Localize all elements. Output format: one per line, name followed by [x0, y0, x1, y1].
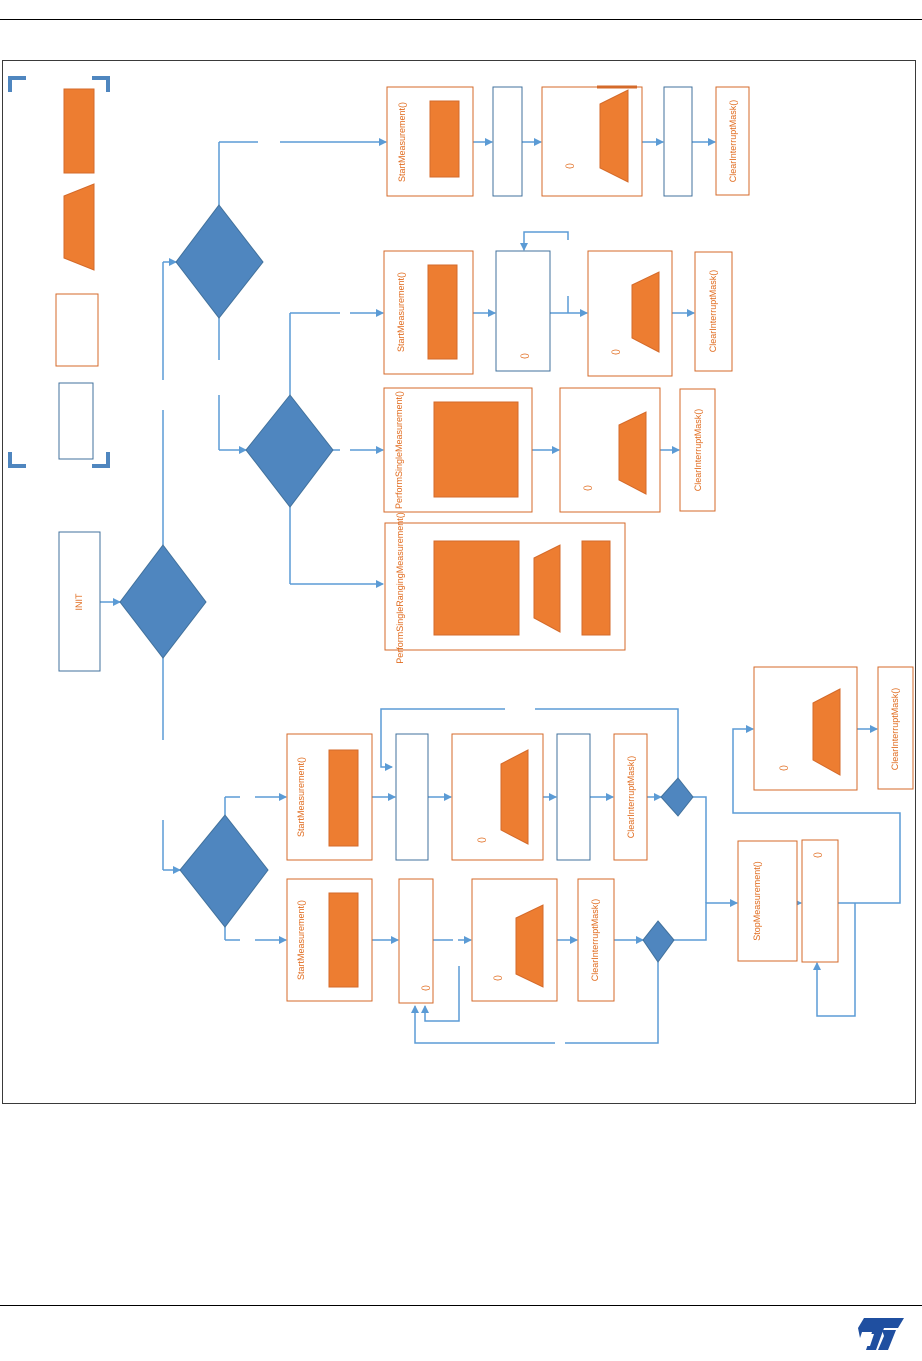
start-measurement-label-3: StartMeasurement() — [296, 757, 306, 837]
parens-label-1: () — [564, 163, 574, 169]
legend-corner-tr — [92, 76, 110, 92]
clear-interrupt-label-1: ClearInterruptMask() — [728, 100, 738, 183]
orange-data-5 — [500, 749, 529, 845]
row-6: StartMeasurement() () () ClearInterruptM… — [286, 878, 615, 1004]
clear-interrupt-box-5 — [577, 878, 615, 1002]
parens-label-9: () — [812, 852, 822, 858]
decision-diamond-3 — [179, 814, 269, 928]
parens-label-8: () — [778, 765, 788, 771]
row-3: PerformSingleMeasurement() () ClearInter… — [383, 387, 716, 513]
legend-blue-outline-rect — [58, 382, 94, 460]
orange-process-3 — [433, 401, 519, 498]
st-logo — [858, 1318, 904, 1350]
blue-process-3 — [395, 733, 429, 861]
orange-process-2 — [427, 264, 458, 360]
orange-process-6 — [328, 749, 359, 847]
stop-measurement-box — [737, 840, 798, 962]
parens-label-7: () — [492, 975, 502, 981]
orange-data-1 — [599, 89, 629, 183]
legend-orange-outline-rect — [55, 293, 99, 367]
decision-diamond-main — [119, 544, 207, 659]
decision-diamond-2 — [245, 394, 334, 508]
init-box — [58, 531, 101, 672]
start-measurement-label-4: StartMeasurement() — [296, 900, 306, 980]
figure-frame — [2, 60, 916, 1104]
init-label: INIT — [74, 593, 84, 611]
row-5: StartMeasurement() () ClearInterruptMask… — [286, 733, 648, 861]
clear-interrupt-label-4: ClearInterruptMask() — [626, 756, 636, 839]
clear-interrupt-label-6: ClearInterruptMask() — [890, 688, 900, 771]
legend-orange-parallelogram — [63, 183, 95, 271]
row-4: PerformSingleRangingMeasurement() — [384, 512, 626, 664]
blue-process-2 — [663, 86, 693, 197]
connectors — [100, 138, 901, 1044]
read-data-box-5 — [471, 878, 558, 1002]
right-side: () ClearInterruptMask() StopMeasurement(… — [737, 666, 914, 963]
clear-interrupt-box-2 — [694, 251, 733, 372]
legend-corner-br — [92, 452, 110, 468]
read-data-box-6 — [753, 666, 858, 791]
read-data-box-4 — [451, 733, 544, 861]
orange-process-5 — [581, 540, 611, 636]
decision-diamond-1 — [175, 204, 264, 319]
parens-label-2: () — [519, 353, 529, 359]
orange-data-4 — [533, 544, 561, 633]
blue-process-4 — [556, 733, 591, 861]
parens-label-4: () — [582, 485, 592, 491]
orange-data-6 — [515, 904, 544, 988]
orange-data-7 — [812, 688, 841, 776]
row-1: StartMeasurement() () ClearInterruptMask… — [386, 85, 750, 197]
legend-orange-rect — [63, 88, 95, 174]
footer-rule — [0, 1305, 922, 1306]
clear-interrupt-label-2: ClearInterruptMask() — [708, 270, 718, 353]
blue-wait-box-1 — [495, 250, 551, 372]
clear-interrupt-box-3 — [679, 388, 716, 512]
clear-interrupt-label-3: ClearInterruptMask() — [693, 409, 703, 492]
clear-interrupt-label-5: ClearInterruptMask() — [590, 899, 600, 982]
orange-process-7 — [328, 892, 359, 988]
perform-single-ranging-label: PerformSingleRangingMeasurement() — [395, 512, 405, 664]
orange-data-3 — [618, 411, 647, 495]
start-measurement-label-1: StartMeasurement() — [397, 102, 407, 182]
orange-process-4 — [433, 540, 520, 636]
row-2: StartMeasurement() () () ClearInterruptM… — [383, 250, 733, 377]
decision-diamond-small-2 — [642, 920, 675, 963]
orange-data-2 — [631, 271, 660, 353]
wait-box-3 — [801, 839, 839, 963]
orange-process-1 — [429, 100, 460, 178]
wait-box-2 — [398, 878, 434, 1004]
header-rule — [0, 19, 922, 20]
parens-label-5: () — [476, 837, 486, 843]
decision-diamond-small-1 — [660, 777, 694, 817]
start-measurement-label-2: StartMeasurement() — [396, 272, 406, 352]
stop-measurement-label: StopMeasurement() — [752, 861, 762, 941]
parens-label-3: () — [610, 349, 620, 355]
clear-interrupt-box-6 — [877, 666, 914, 790]
legend — [8, 76, 110, 468]
clear-interrupt-box-1 — [715, 86, 750, 196]
parens-label-6: () — [420, 985, 430, 991]
legend-corner-tl — [8, 76, 26, 92]
clear-interrupt-box-4 — [613, 733, 648, 861]
legend-corner-bl — [8, 452, 26, 468]
perform-single-measurement-label: PerformSingleMeasurement() — [394, 391, 404, 509]
blue-process-1 — [492, 86, 523, 197]
